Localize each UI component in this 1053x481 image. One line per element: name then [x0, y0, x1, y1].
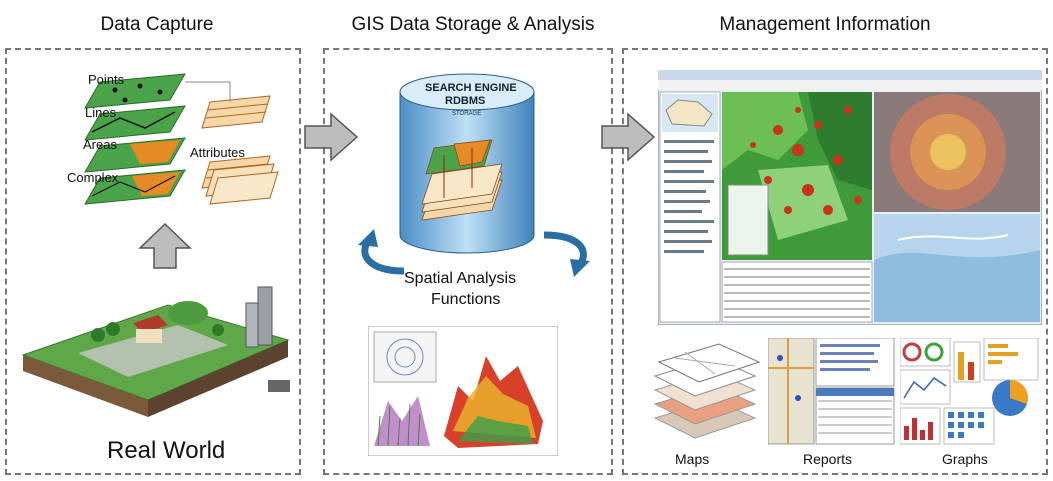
spatial-analysis-label: Spatial Analysis	[404, 270, 517, 287]
graphs-thumbnail	[900, 338, 1039, 445]
attributes-label: Attributes	[190, 145, 245, 160]
layer-label-lines: Lines	[85, 105, 117, 120]
real-world-illustration	[21, 286, 290, 417]
layer-stack-illustration	[84, 73, 279, 205]
title-gis-storage: GIS Data Storage & Analysis	[351, 14, 595, 35]
maps-label: Maps	[675, 451, 710, 467]
cycle-arrow-right-icon	[543, 231, 590, 277]
analysis-plots-image	[368, 326, 558, 456]
functions-label: Functions	[431, 291, 501, 308]
right-arrow-icon	[304, 112, 359, 162]
title-management-information: Management Information	[719, 14, 931, 35]
cycle-arrow-left-icon	[358, 229, 405, 275]
maps-thumbnail	[653, 343, 761, 439]
right-arrow-icon	[601, 112, 656, 162]
reports-label: Reports	[803, 451, 853, 467]
panel-gis-storage	[323, 48, 613, 475]
db-label-storage: STORAGE	[452, 111, 482, 117]
title-data-capture: Data Capture	[100, 14, 214, 35]
database-cylinder-icon	[399, 73, 535, 254]
db-label-line1: SEARCH ENGINE	[425, 82, 517, 94]
graphs-label: Graphs	[942, 451, 988, 467]
layer-label-points: Points	[88, 72, 125, 87]
up-arrow-icon	[138, 222, 192, 269]
real-world-label: Real World	[107, 437, 226, 464]
reports-thumbnail	[768, 338, 895, 445]
db-label-line2: RDBMS	[445, 95, 486, 107]
panel-data-capture	[5, 48, 301, 475]
gis-application-screenshot	[658, 70, 1042, 325]
layer-label-areas: Areas	[83, 137, 117, 152]
panel-management	[622, 48, 1048, 475]
layer-label-complex: Complex	[67, 170, 119, 185]
